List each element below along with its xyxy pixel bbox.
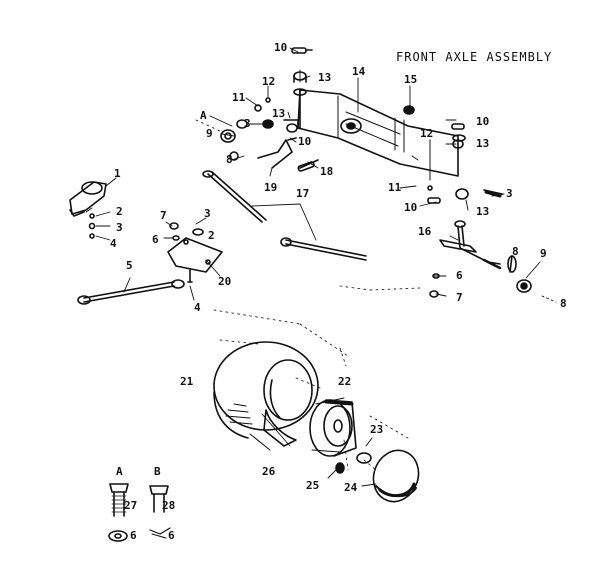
callout-3: 3 — [244, 117, 251, 130]
callout-14: 14 — [352, 65, 366, 78]
callout-22: 22 — [338, 375, 352, 388]
callout-3: 3 — [204, 207, 211, 220]
callout-13: 13 — [476, 205, 490, 218]
callout-9: 9 — [206, 127, 213, 140]
wheel-rim — [309, 397, 357, 457]
callout-20: 20 — [218, 275, 232, 288]
callout-3: 3 — [506, 187, 513, 200]
callout-3: 3 — [116, 221, 123, 234]
diagram-title: FRONT AXLE ASSEMBLY — [396, 50, 553, 64]
callout-21: 21 — [180, 375, 194, 388]
callout-19: 19 — [264, 181, 278, 194]
callout-27: 27 — [124, 499, 138, 512]
callout-8: 8 — [560, 297, 567, 310]
callout-8: 8 — [226, 153, 233, 166]
callout-5: 5 — [126, 259, 133, 272]
callout-11: 11 — [388, 181, 402, 194]
callout-7: 7 — [160, 209, 167, 222]
callout-a: A — [116, 465, 123, 478]
callout-11: 11 — [232, 91, 246, 104]
right-spindle — [429, 220, 557, 303]
callout-15: 15 — [404, 73, 418, 86]
callout-4: 4 — [194, 301, 201, 314]
callout-9: 9 — [540, 247, 547, 260]
callout-12: 12 — [420, 127, 434, 140]
callout-b: B — [154, 465, 161, 478]
bolt-details — [108, 483, 171, 542]
callout-23: 23 — [370, 423, 384, 436]
callout-a: A — [200, 109, 207, 122]
callout-10: 10 — [274, 41, 288, 54]
callout-6: 6 — [152, 233, 159, 246]
callout-10: 10 — [404, 201, 418, 214]
callout-28: 28 — [162, 499, 176, 512]
callout-6: 6 — [456, 269, 463, 282]
callout-2: 2 — [208, 229, 215, 242]
axle-beam — [293, 88, 466, 181]
drag-link — [77, 277, 185, 305]
callout-10: 10 — [476, 115, 490, 128]
callout-8: 8 — [512, 245, 519, 258]
callout-16: 16 — [418, 225, 432, 238]
callout-4: 4 — [110, 237, 117, 250]
callout-12: 12 — [262, 75, 276, 88]
callout-25: 25 — [306, 479, 320, 492]
callout-7: 7 — [456, 291, 463, 304]
axle-hardware — [220, 47, 503, 204]
callout-18: 18 — [320, 165, 334, 178]
callout-1: 1 — [114, 167, 121, 180]
callout-6: 6 — [130, 529, 137, 542]
callout-13: 13 — [476, 137, 490, 150]
tie-rod — [202, 170, 367, 261]
callout-13: 13 — [272, 107, 286, 120]
hub-hardware — [327, 437, 420, 503]
callout-26: 26 — [262, 465, 276, 478]
callout-2: 2 — [116, 205, 123, 218]
callout-24: 24 — [344, 481, 358, 494]
front-tire — [213, 341, 319, 451]
callout-6: 6 — [168, 529, 175, 542]
steering-arm — [69, 177, 117, 241]
steering-plate — [163, 217, 223, 301]
callout-13: 13 — [318, 71, 332, 84]
assembly-guide-lines — [195, 119, 421, 471]
callout-17: 17 — [296, 187, 310, 200]
callout-10: 10 — [298, 135, 312, 148]
